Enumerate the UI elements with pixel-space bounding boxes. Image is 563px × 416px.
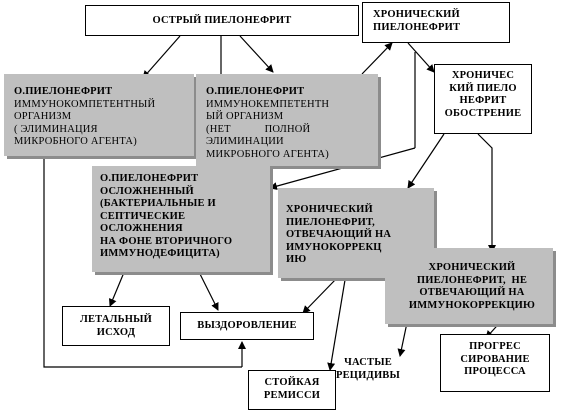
responding-line-2: ПИЕЛОНЕФРИТ,: [286, 216, 375, 228]
chronic-line-2: ПИЕЛОНЕФРИТ: [373, 21, 461, 33]
nonresponding-line-1: ХРОНИЧЕСКИЙ: [428, 262, 516, 273]
responding-line-1: ХРОНИЧЕСКИЙ: [286, 204, 373, 215]
incompetent-line-1: ИММУНОКЕМПЕТЕНТН: [206, 98, 330, 110]
competent-line-4: МИКРОБНОГО АГЕНТА): [14, 136, 137, 147]
arrow-chronic-to-exacerbation: [407, 42, 435, 73]
competent-pyelonephritis-box: О.ПИЕЛОНЕФРИТ ИММУНОКОМПЕТЕНТНЫЙ ОРГАНИЗ…: [4, 74, 194, 156]
competent-title: О.ПИЕЛОНЕФРИТ: [14, 86, 113, 97]
arrow-competent-to-recovery: [43, 157, 242, 368]
arrow-incompetent-to-chronic: [361, 42, 393, 75]
relapses-line-2: РЕЦИДИВЫ: [335, 369, 401, 381]
arrow-responding-to-recovery: [302, 277, 338, 314]
recovery-label: ВЫЗДОРОВЛЕНИЕ: [197, 320, 297, 331]
exacerbation-line-4: ОБОСТРЕНИЕ: [444, 107, 522, 119]
incompetent-pyelonephritis-box: О.ПИЕЛОНЕФРИТ ИММУНОКЕМПЕТЕНТН ЫЙ ОРГАНИ…: [196, 74, 378, 166]
remission-line-1: СТОЙКАЯ: [264, 377, 320, 388]
lethal-outcome-box: ЛЕТАЛЬНЫЙ ИСХОД: [62, 306, 170, 346]
acute-pyelonephritis-box: ОСТРЫЙ ПИЕЛОНЕФРИТ: [85, 5, 359, 36]
competent-line-2: ОРГАНИЗМ: [14, 111, 72, 122]
incompetent-line-5: МИКРОБНОГО АГЕНТА): [206, 148, 329, 160]
arrow-exacerbation-to-nonresponding: [477, 133, 496, 253]
complicated-line-5: ОСЛОЖНЕНИЯ: [100, 223, 183, 234]
acute-label: ОСТРЫЙ ПИЕЛОНЕФРИТ: [152, 15, 292, 26]
complicated-line-2: ОСЛОЖНЕННЫЙ: [100, 185, 194, 197]
nonresponding-line-4: ИММУНОКОРРЕКЦИЮ: [408, 299, 536, 311]
stable-remission-box: СТОЙКАЯ РЕМИССИ: [248, 370, 336, 410]
arrow-exacerbation-to-responding: [407, 133, 445, 189]
responding-line-5: ИЮ: [286, 254, 307, 265]
incompetent-line-4: ЭЛИМИНАЦИИ: [206, 136, 284, 147]
exacerbation-line-2: КИЙ ПИЕЛО: [449, 82, 517, 94]
complicated-line-1: О.ПИЕЛОНЕФРИТ: [100, 173, 199, 184]
competent-line-1: ИММУНОКОМПЕТЕНТНЫЙ: [14, 98, 156, 110]
complicated-line-3: (БАКТЕРИАЛЬНЫЕ И: [100, 198, 216, 209]
relapses-box: ЧАСТЫЕ РЕЦИДИВЫ: [326, 352, 410, 390]
progression-box: ПРОГРЕС СИРОВАНИЕ ПРОЦЕССА: [440, 334, 550, 392]
arrow-complicated-to-recovery: [198, 271, 219, 311]
nonresponding-line-2: ПИЕЛОНЕФРИТ, НЕ: [416, 274, 528, 286]
nonresponding-chronic-box: ХРОНИЧЕСКИЙ ПИЕЛОНЕФРИТ, НЕ ОТВЕЧАЮЩИЙ Н…: [385, 248, 553, 324]
arrow-acute-to-competent: [142, 35, 181, 79]
lethal-line-1: ЛЕТАЛЬНЫЙ: [79, 314, 153, 325]
progression-line-3: ПРОЦЕССА: [464, 366, 526, 377]
arrow-complicated-to-lethal: [109, 269, 126, 307]
incompetent-line-3: (НЕТ ПОЛНОЙ: [206, 123, 311, 135]
arrow-nonresponding-to-relapses: [397, 317, 409, 357]
recovery-box: ВЫЗДОРОВЛЕНИЕ: [180, 312, 314, 340]
competent-line-3: ( ЭЛИМИНАЦИЯ: [14, 123, 98, 135]
remission-line-2: РЕМИССИ: [263, 389, 321, 401]
complicated-line-6: НА ФОНЕ ВТОРИЧНОГО: [100, 235, 233, 247]
relapses-line-1: ЧАСТЫЕ: [344, 357, 392, 368]
responding-line-3: ОТВЕЧАЮЩИЙ НА: [286, 229, 392, 240]
lethal-line-2: ИСХОД: [96, 326, 136, 338]
incompetent-line-2: ЫЙ ОРГАНИЗМ: [206, 111, 284, 122]
nonresponding-line-3: ОТВЕЧАЮЩИЙ НА: [419, 287, 525, 298]
arrow-responding-to-remission: [327, 279, 346, 371]
exacerbation-box: ХРОНИЧЕС КИЙ ПИЕЛО НЕФРИТ ОБОСТРЕНИЕ: [434, 64, 532, 134]
progression-line-2: СИРОВАНИЕ: [460, 353, 530, 365]
responding-line-4: ИМУНОКОРРЕКЦ: [286, 241, 382, 253]
exacerbation-line-1: ХРОНИЧЕС: [451, 70, 515, 81]
chronic-pyelonephritis-box: ХРОНИЧЕСКИЙ ПИЕЛОНЕФРИТ: [362, 2, 510, 43]
progression-line-1: ПРОГРЕС: [469, 341, 521, 352]
exacerbation-line-3: НЕФРИТ: [459, 95, 507, 106]
chronic-line-1: ХРОНИЧЕСКИЙ: [373, 9, 460, 20]
arrow-acute-to-incompetent: [239, 35, 274, 73]
complicated-pyelonephritis-box: О.ПИЕЛОНЕФРИТ ОСЛОЖНЕННЫЙ (БАКТЕРИАЛЬНЫЕ…: [92, 166, 270, 272]
complicated-line-7: ИММУНОДЕФИЦИТА): [100, 248, 220, 259]
complicated-line-4: СЕПТИЧЕСКИЕ: [100, 210, 186, 222]
incompetent-title: О.ПИЕЛОНЕФРИТ: [206, 86, 305, 97]
